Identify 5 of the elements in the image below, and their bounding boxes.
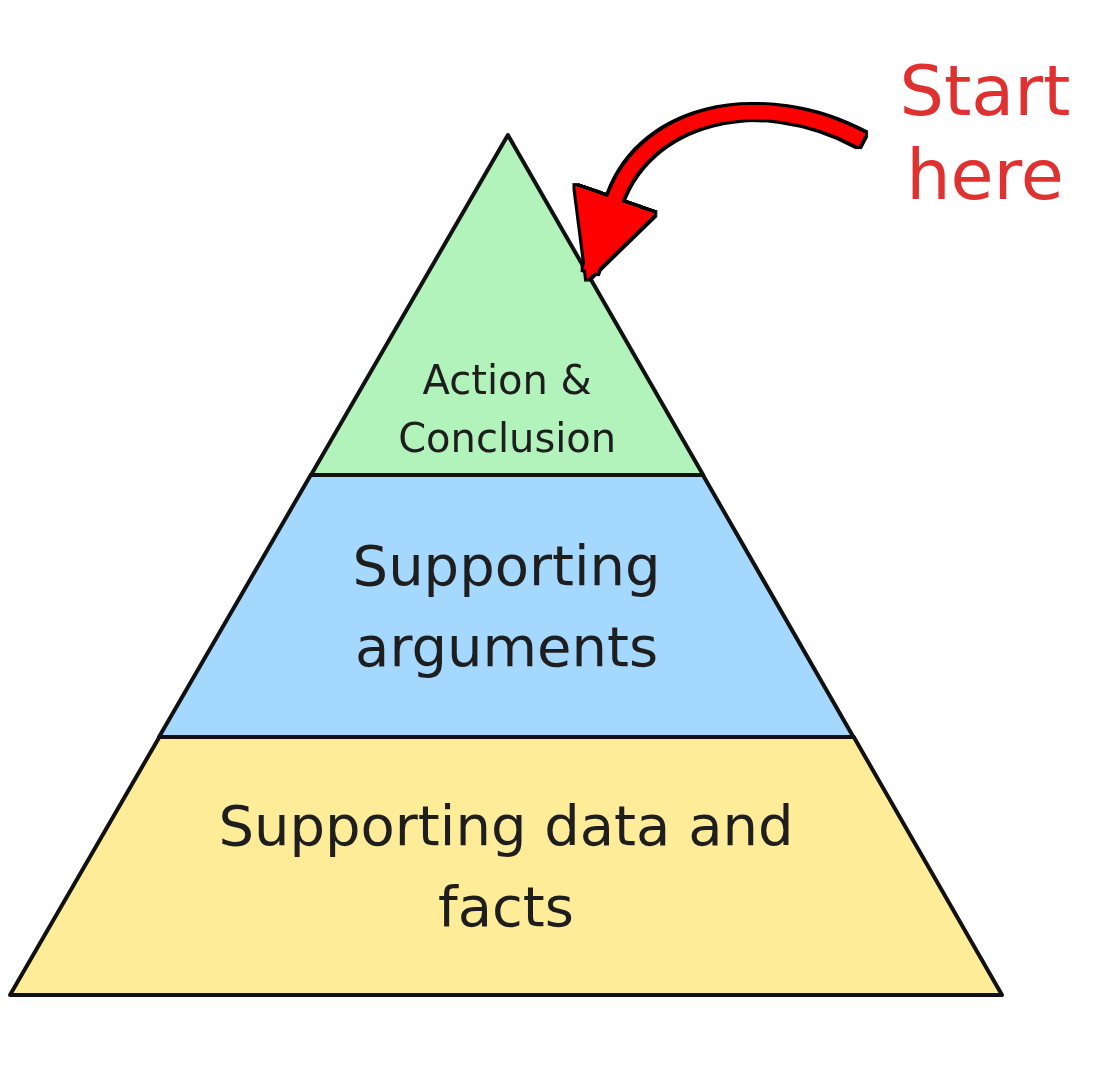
tier-label: Supporting arguments [351, 531, 662, 681]
tier-label: Action & Conclusion [397, 356, 618, 463]
start-note: Start here [898, 49, 1072, 217]
curved-arrow [575, 105, 865, 279]
tier-label: Supporting data and facts [217, 791, 795, 941]
